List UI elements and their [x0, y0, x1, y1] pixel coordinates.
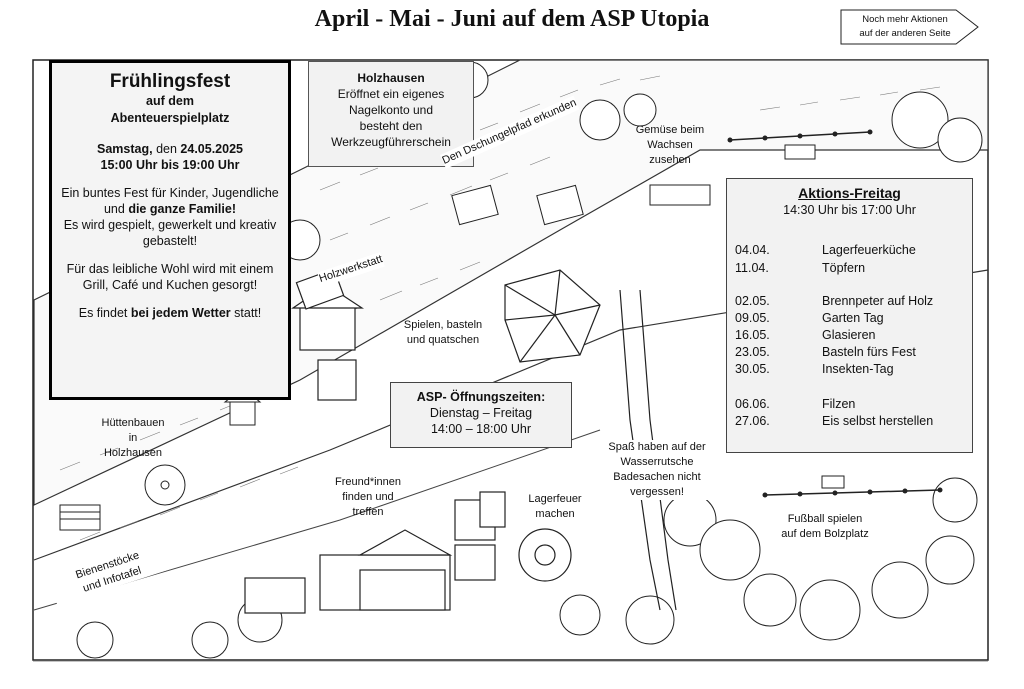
label-freunde-line: finden und: [342, 491, 394, 503]
aktions-freitag-time: 14:30 Uhr bis 17:00 Uhr: [783, 203, 916, 217]
event-name: Filzen: [822, 397, 856, 411]
oeffnungszeiten-box: ASP- Öffnungszeiten: Dienstag – Freitag …: [390, 382, 572, 448]
event-date: 06.06.: [735, 397, 770, 411]
label-huettenbauen: Hüttenbauen in Holzhausen: [85, 416, 181, 461]
label-wasserrutsche: Spaß haben auf der Wasserrutsche Badesac…: [597, 440, 717, 500]
event-name: Glasieren: [822, 328, 876, 342]
holzhausen-line3: besteht den: [359, 119, 423, 133]
label-lagerfeuer-line: machen: [535, 508, 575, 520]
event-date: 27.06.: [735, 414, 770, 428]
holzhausen-line2: Nagelkonto und: [348, 103, 434, 117]
label-fussball-line: Fußball spielen: [787, 513, 863, 525]
event-name: Basteln fürs Fest: [822, 345, 916, 359]
event-date: 02.05.: [735, 294, 770, 308]
aktions-freitag-box: Aktions-Freitag 14:30 Uhr bis 17:00 Uhr …: [726, 178, 973, 453]
event-name: Brennpeter auf Holz: [822, 294, 934, 308]
label-wasserrutsche-line: Wasserrutsche: [620, 456, 694, 468]
fest-date: 24.05.2025: [180, 142, 243, 156]
arrow-shape-icon: [840, 9, 979, 45]
label-freunde-line: Freund*innen: [334, 476, 402, 488]
label-wasserrutsche-line: Badesachen nicht: [613, 471, 701, 483]
fest-line1: auf dem: [146, 94, 194, 108]
label-huettenbauen-line: Hüttenbauen: [101, 417, 165, 429]
label-freunde-line: treffen: [352, 506, 384, 518]
label-huettenbauen-line: in: [128, 432, 138, 444]
holzhausen-line1: Eröffnet ein eigenes: [337, 87, 445, 101]
fest-desc4-post: statt!: [230, 306, 262, 320]
label-gemuese-line: Wachsen: [647, 139, 693, 151]
fest-time: 15:00 Uhr bis 19:00 Uhr: [100, 158, 240, 172]
holzhausen-line4: Werkzeugführerschein: [331, 135, 451, 149]
event-name: Garten Tag: [822, 311, 884, 325]
fest-desc3: Für das leibliche Wohl wird mit einem Gr…: [66, 262, 274, 292]
label-spielen: Spielen, basteln und quatschen: [388, 318, 498, 348]
event-date: 04.04.: [735, 243, 770, 257]
label-gemuese-line: zusehen: [649, 154, 691, 166]
next-page-arrow[interactable]: Noch mehr Aktionen auf der anderen Seite: [840, 9, 980, 45]
fest-desc4-pre: Es findet: [78, 306, 131, 320]
next-page-note-line2: auf der anderen Seite: [859, 28, 951, 39]
holzhausen-title: Holzhausen: [357, 71, 425, 85]
fest-desc2: Es wird gespielt, gewerkelt und kreativ …: [63, 218, 277, 248]
oeffnungszeiten-title: ASP- Öffnungszeiten:: [416, 390, 546, 404]
label-lagerfeuer-line: Lagerfeuer: [528, 493, 582, 505]
page-title: April - Mai - Juni auf dem ASP Utopia: [314, 6, 710, 32]
event-date: 30.05.: [735, 362, 770, 376]
label-spielen-line: Spielen, basteln: [403, 319, 483, 331]
event-name: Eis selbst herstellen: [822, 414, 934, 428]
event-date: 09.05.: [735, 311, 770, 325]
fest-date-prefix: Samstag,: [97, 142, 153, 156]
fest-desc4-bold: bei jedem Wetter: [130, 306, 231, 320]
fest-desc1-bold: die ganze Familie!: [128, 202, 236, 216]
fest-date-word: den: [152, 142, 181, 156]
label-fussball-line: auf dem Bolzplatz: [781, 528, 869, 540]
label-fussball: Fußball spielen auf dem Bolzplatz: [765, 512, 885, 542]
event-name: Töpfern: [822, 261, 866, 275]
label-gemuese: Gemüse beim Wachsen zusehen: [615, 123, 725, 168]
event-date: 23.05.: [735, 345, 770, 359]
fruehlingsfest-info-box: Frühlingsfest auf dem Abenteuerspielplat…: [49, 60, 291, 400]
fest-desc1: Ein buntes Fest für Kinder, Jugendliche …: [61, 186, 279, 216]
fest-line2: Abenteuerspielplatz: [110, 111, 230, 125]
oeffnungszeiten-days: Dienstag – Freitag: [429, 406, 533, 420]
label-huettenbauen-line: Holzhausen: [103, 447, 163, 459]
label-freunde: Freund*innen finden und treffen: [318, 475, 418, 520]
label-wasserrutsche-line: Spaß haben auf der: [608, 441, 706, 453]
oeffnungszeiten-time: 14:00 – 18:00 Uhr: [430, 422, 532, 436]
event-date: 16.05.: [735, 328, 770, 342]
label-wasserrutsche-line: vergessen!: [630, 486, 684, 498]
holzhausen-info-box: Holzhausen Eröffnet ein eigenes Nagelkon…: [308, 61, 474, 167]
aktions-freitag-title: Aktions-Freitag: [798, 185, 901, 201]
fest-title: Frühlingsfest: [109, 71, 231, 92]
label-spielen-line: und quatschen: [406, 334, 480, 346]
next-page-note-line1: Noch mehr Aktionen: [862, 14, 948, 25]
label-lagerfeuer: Lagerfeuer machen: [510, 492, 600, 522]
event-name: Lagerfeuerküche: [822, 243, 916, 257]
label-gemuese-line: Gemüse beim: [635, 124, 705, 136]
event-date: 11.04.: [735, 261, 769, 275]
event-name: Insekten-Tag: [822, 362, 894, 376]
